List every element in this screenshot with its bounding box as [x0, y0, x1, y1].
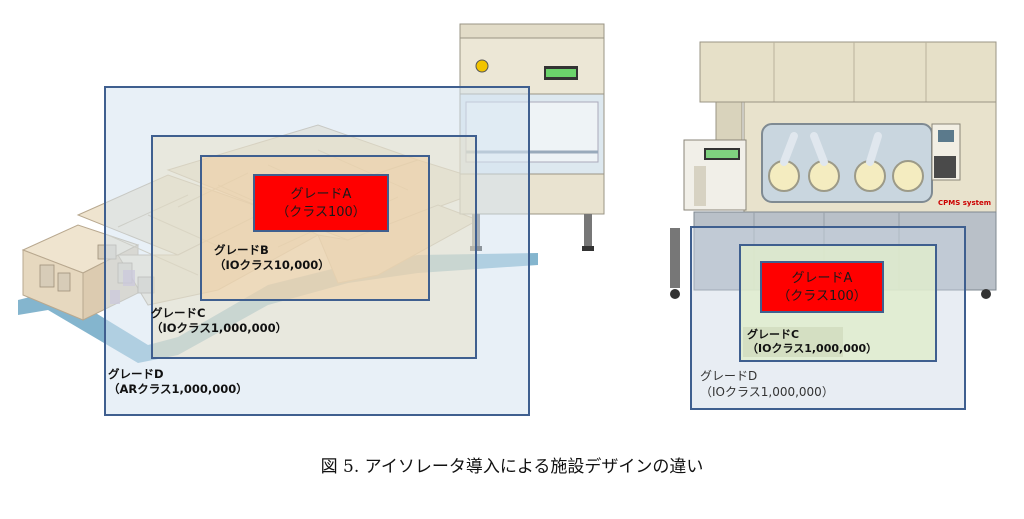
grade-a-left-line2: （クラス100） — [276, 205, 366, 220]
grade-d-label-left: グレードD （ARクラス1,000,000） — [108, 367, 248, 397]
grade-d-left-line1: グレードD — [108, 367, 164, 381]
grade-c-right-line2: （IOクラス1,000,000） — [747, 342, 878, 355]
grade-b-left-line2: （IOクラス10,000） — [214, 258, 330, 272]
grade-d-label-right: グレードD （IOクラス1,000,000） — [700, 368, 834, 400]
brand-label: CPMS system — [938, 199, 991, 207]
grade-a-right-line1: グレードA — [791, 271, 853, 286]
grade-d-left-line2: （ARクラス1,000,000） — [108, 382, 248, 396]
grade-a-box-left: グレードA （クラス100） — [253, 174, 389, 232]
grade-c-left-line1: グレードC — [151, 306, 206, 320]
grade-a-left-line1: グレードA — [290, 187, 352, 202]
grade-b-label-left: グレードB （IOクラス10,000） — [214, 243, 330, 273]
grade-c-left-line2: （IOクラス1,000,000） — [151, 321, 288, 335]
grade-a-box-right: グレードA （クラス100） — [760, 261, 884, 313]
grade-a-right-line2: （クラス100） — [777, 289, 867, 304]
grade-d-right-line2: （IOクラス1,000,000） — [700, 385, 834, 399]
grade-c-label-bg-right — [743, 327, 843, 357]
figure-caption: 図 5. アイソレータ導入による施設デザインの違い — [320, 457, 704, 477]
grade-b-left-line1: グレードB — [214, 243, 269, 257]
grade-c-label-right: グレードC （IOクラス1,000,000） — [747, 328, 877, 356]
grade-c-label-left: グレードC （IOクラス1,000,000） — [151, 306, 287, 336]
grade-c-right-line1: グレードC — [747, 328, 800, 341]
grade-d-right-line1: グレードD — [700, 369, 758, 383]
